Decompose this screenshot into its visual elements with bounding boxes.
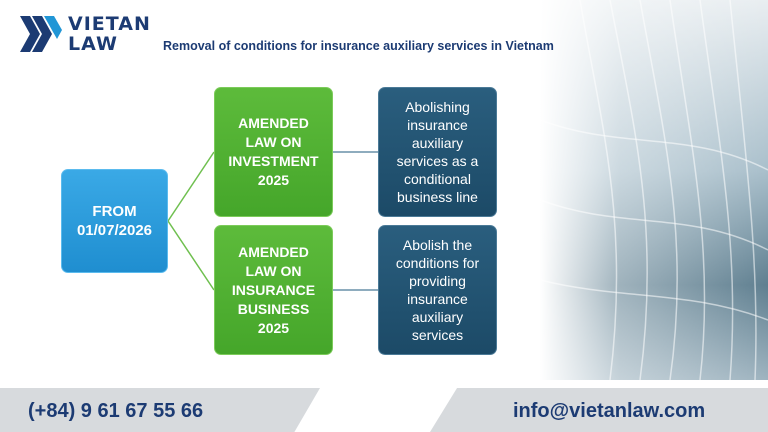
effective-date-label: FROM xyxy=(92,203,137,220)
connector-root-law1 xyxy=(167,151,215,222)
law-box-insurance-business: AMENDED LAW ON INSURANCE BUSINESS 2025 xyxy=(214,225,333,355)
logo-wordmark: VIETAN LAW xyxy=(68,14,151,54)
law-line: INVESTMENT xyxy=(228,153,319,169)
logo-line-1: VIETAN xyxy=(68,13,151,35)
effect-line: Abolish the xyxy=(402,237,473,253)
effect-box-abolish-conditions: Abolish the conditions for providing ins… xyxy=(378,225,497,355)
law-box-investment: AMENDED LAW ON INVESTMENT 2025 xyxy=(214,87,333,217)
effect-line: conditional xyxy=(404,171,471,187)
law-line: AMENDED xyxy=(238,243,309,260)
effect-line: auxiliary xyxy=(411,135,464,151)
law-line: LAW ON xyxy=(245,134,302,150)
building-background-image xyxy=(540,0,768,380)
effective-date-value: 01/07/2026 xyxy=(76,222,153,239)
footer-right-panel xyxy=(430,388,768,432)
contact-phone: (+84) 9 61 67 55 66 xyxy=(28,400,204,422)
effect-line: insurance xyxy=(407,291,468,307)
logo-line-2: LAW xyxy=(68,33,118,55)
page-title: Removal of conditions for insurance auxi… xyxy=(163,39,554,53)
law-line: BUSINESS xyxy=(237,300,310,317)
effect-line: conditions for xyxy=(395,255,480,271)
footer-bar xyxy=(0,388,768,432)
footer-left-panel xyxy=(0,388,320,432)
effective-date-box: FROM 01/07/2026 xyxy=(61,169,168,273)
effect-line: Abolishing xyxy=(405,99,470,115)
connector-root-law2 xyxy=(167,220,215,291)
vietan-logo-icon xyxy=(20,16,62,52)
contact-email: info@vietanlaw.com xyxy=(513,400,706,422)
effect-line: business line xyxy=(397,189,478,205)
vietan-law-logo: VIETAN LAW xyxy=(18,12,158,58)
law-line: INSURANCE xyxy=(231,281,316,298)
effect-box-abolishing-conditional-line: Abolishing insurance auxiliary services … xyxy=(378,87,497,217)
effect-line: insurance xyxy=(407,117,468,133)
effect-line: services as a xyxy=(396,153,479,169)
law-line: 2025 xyxy=(257,319,290,336)
law-line: 2025 xyxy=(257,172,290,188)
law-line: LAW ON xyxy=(245,262,302,279)
law-line: AMENDED xyxy=(238,115,309,131)
effect-line: auxiliary xyxy=(411,309,464,325)
effect-line: services xyxy=(411,327,464,343)
effect-line: providing xyxy=(409,273,466,289)
